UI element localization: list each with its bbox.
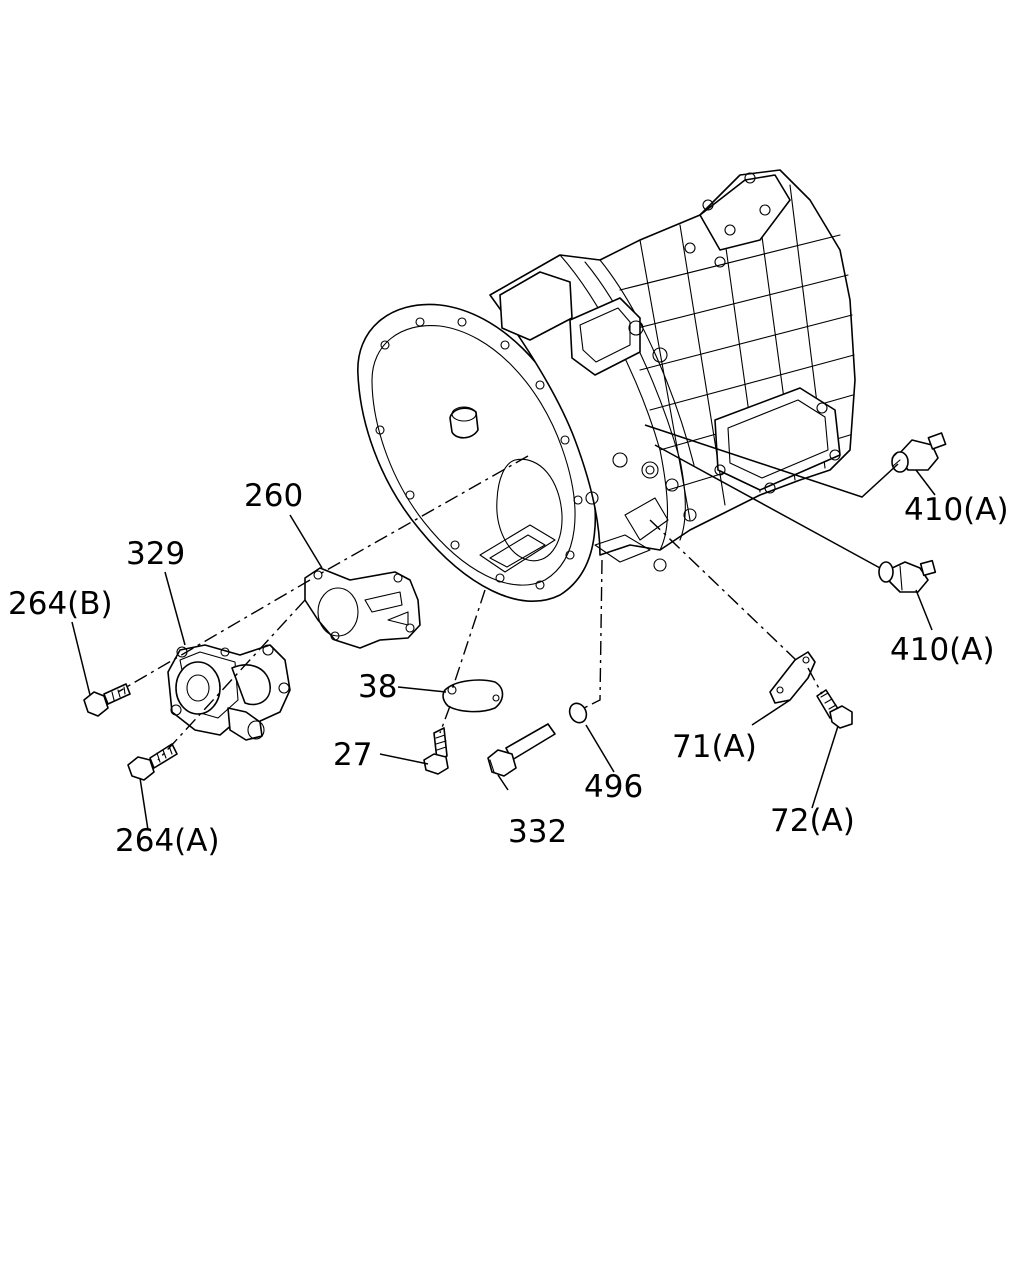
label-264-b: 264(B) <box>8 586 113 622</box>
label-332: 332 <box>508 814 567 850</box>
bolt-27 <box>423 727 449 775</box>
label-72-a: 72(A) <box>770 803 855 839</box>
callout-labels: 410(A) 410(A) 260 329 264(B) 38 27 496 3… <box>8 478 1009 859</box>
label-71-a: 71(A) <box>672 729 757 765</box>
fitting-410-a-upper <box>891 432 947 473</box>
bolt-72-a <box>816 689 853 729</box>
label-260: 260 <box>244 478 303 514</box>
alignment-lines <box>117 455 823 761</box>
label-38: 38 <box>358 669 397 705</box>
fitting-410-a-lower <box>878 559 937 593</box>
label-27: 27 <box>333 737 372 773</box>
oring-496 <box>568 702 588 724</box>
housing-329 <box>167 644 291 741</box>
bolt-264-a <box>127 743 178 781</box>
plate-38 <box>442 679 504 713</box>
gasket-260 <box>304 567 421 649</box>
label-496: 496 <box>584 769 643 805</box>
leader-lines <box>71 424 936 831</box>
label-329: 329 <box>126 536 185 572</box>
pin-332 <box>487 723 556 777</box>
transmission-case <box>357 169 856 603</box>
cover-71-a <box>769 651 816 704</box>
label-410-a-upper: 410(A) <box>904 492 1009 528</box>
label-264-a: 264(A) <box>115 823 220 859</box>
label-410-a-lower: 410(A) <box>890 632 995 668</box>
